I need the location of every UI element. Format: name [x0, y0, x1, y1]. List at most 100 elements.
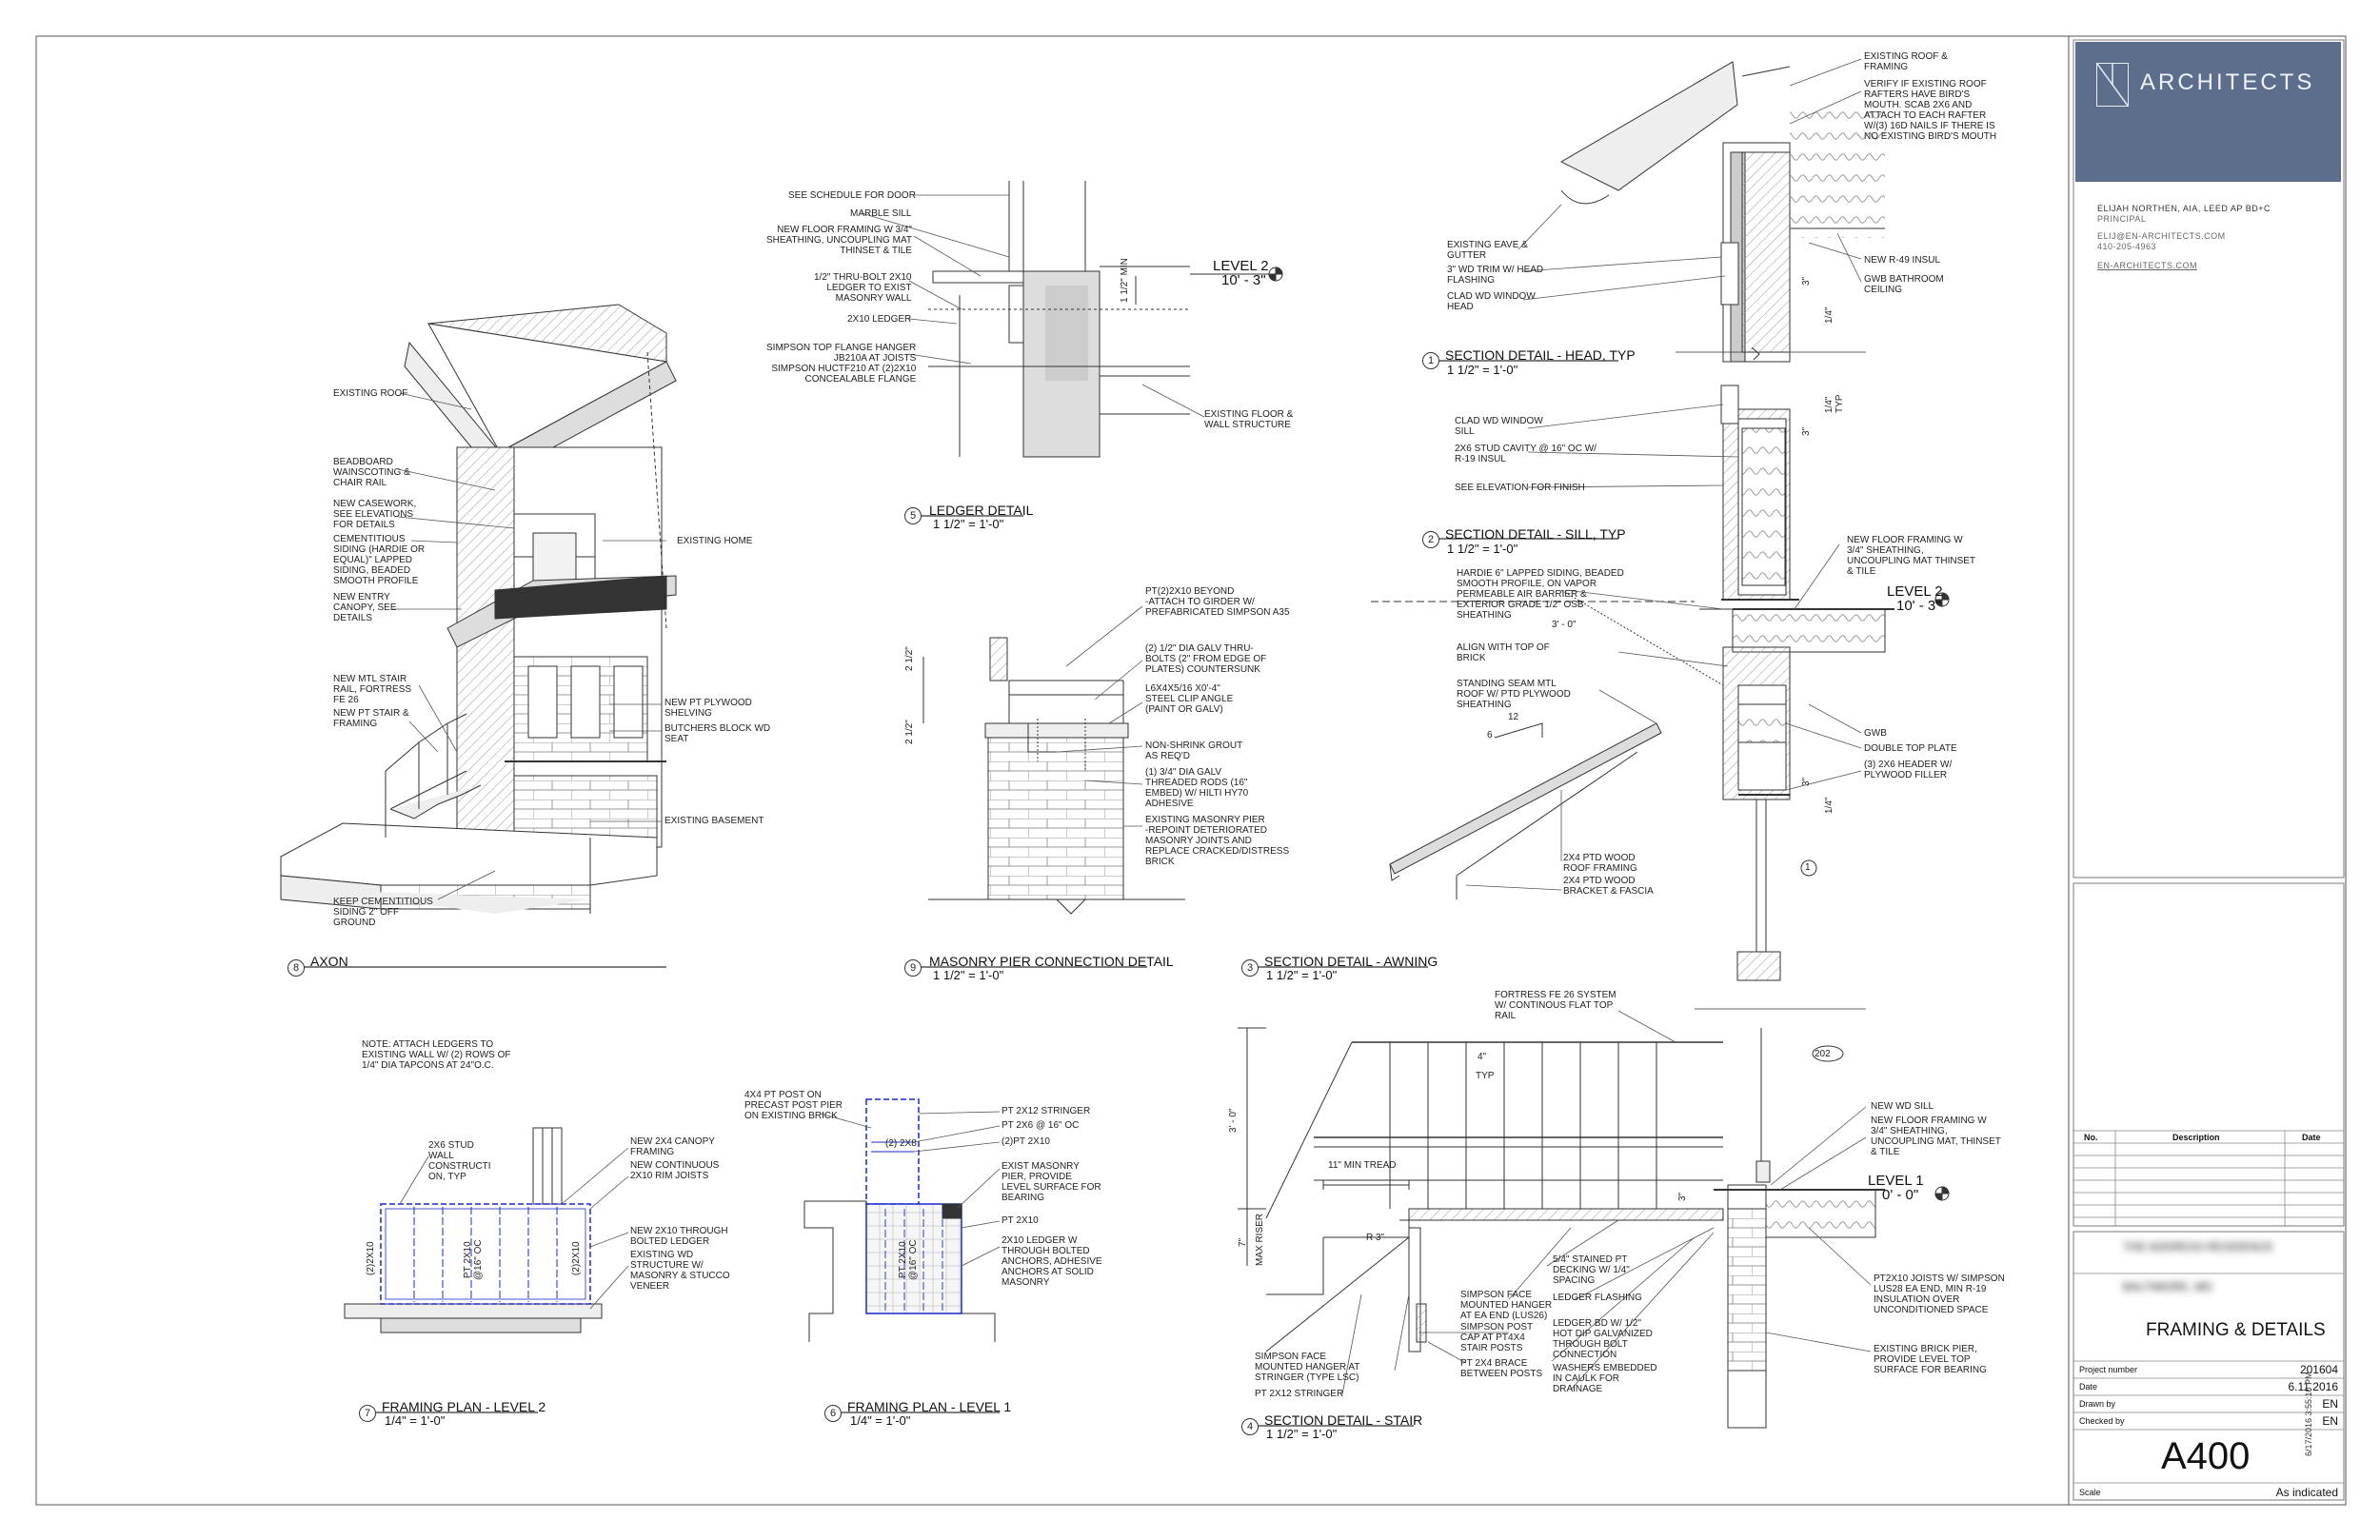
sheet-border	[35, 35, 2347, 1506]
view-scale-head: 1 1/2" = 1'-0"	[1447, 363, 1518, 377]
view-scale-ledger: 1 1/2" = 1'-0"	[933, 517, 1004, 531]
firm-logo-icon	[2096, 63, 2129, 107]
row-label-checked: Checked by	[2079, 1416, 2125, 1426]
view-title-head: SECTION DETAIL - HEAD, TYP	[1445, 347, 1636, 363]
note-plan2-canopy: NEW 2X4 CANOPY FRAMING	[630, 1136, 715, 1157]
dim-sill-2: 1/4" TYP	[1824, 394, 1845, 413]
dim-awning-1: 3"	[1801, 777, 1812, 786]
rev-header-description: Description	[2172, 1133, 2220, 1142]
view-title-stair: SECTION DETAIL - STAIR	[1264, 1412, 1423, 1428]
revision-table-lines	[2073, 1130, 2344, 1226]
note-awning-rafter: 2X4 PTD WOOD ROOF FRAMING	[1563, 853, 1637, 874]
note-ledger-2x10: 2X10 LEDGER	[847, 314, 912, 325]
note-stair-joists: PT2X10 JOISTS w/ SIMPSON LUS28 EA END, M…	[1874, 1273, 2005, 1315]
row-value-drawn: EN	[2322, 1397, 2338, 1411]
row-label-project: Project number	[2079, 1365, 2138, 1374]
note-awning-plate: DOUBLE TOP PLATE	[1864, 743, 1957, 754]
note-plan1-pt2x10: PT 2X10	[1002, 1215, 1039, 1226]
label-plan1-2x8: (2) 2X8	[885, 1138, 917, 1149]
note-head-roof: EXISTING ROOF & FRAMING	[1864, 51, 1948, 72]
note-pier-rods: (1) 3/4" DIA GALV THREADED RODS (16" EMB…	[1145, 767, 1249, 809]
note-stair-pier: EXISTING BRICK PIER, PROVIDE LEVEL TOP S…	[1874, 1344, 1987, 1375]
view-scale-plan2: 1/4" = 1'-0"	[385, 1413, 446, 1428]
note-stair-face: SIMPSON FACE MOUNTED HANGER AT EA END (L…	[1460, 1290, 1553, 1321]
principal-title: PRINCIPAL	[2097, 214, 2147, 224]
view-scale-pier: 1 1/2" = 1'-0"	[933, 968, 1004, 982]
note-plan2-ledgers: NOTE: ATTACH LEDGERS TO EXISTING WALL w/…	[362, 1039, 511, 1071]
firm-email[interactable]: ELIJ@EN-ARCHITECTS.COM	[2097, 231, 2226, 241]
scale-value: As indicated	[2275, 1486, 2338, 1499]
row-value-project: 201604	[2299, 1363, 2338, 1376]
note-axon-basement: EXISTING BASEMENT	[664, 816, 764, 826]
axon-leaders	[392, 392, 666, 900]
view-scale-sill: 1 1/2" = 1'-0"	[1447, 542, 1518, 556]
dim-stair-height: 3' - 0"	[1228, 1108, 1239, 1133]
note-stair-rail: FORTRESS FE 26 SYSTEM W/ CONTINOUS FLAT …	[1495, 990, 1616, 1021]
label-plan2-right: (2)2X10	[571, 1241, 582, 1275]
principal-name: ELIJAH NORTHEN, AIA, LEED AP BD+C	[2097, 204, 2271, 213]
note-axon-stair: NEW PT STAIR & FRAMING	[333, 708, 409, 729]
dim-stair-four: 4"	[1478, 1052, 1487, 1062]
scale-label: Scale	[2079, 1488, 2101, 1497]
note-awning-align: ALIGN WITH TOP OF BRICK	[1457, 642, 1550, 663]
level-name-sec-l2: LEVEL 2	[1887, 583, 1943, 600]
view-title-plan2: FRAMING PLAN - LEVEL 2	[382, 1399, 546, 1414]
pier-drawing	[922, 637, 1185, 915]
dim-stair-riser: MAX RISER	[1255, 1213, 1265, 1266]
note-axon-casework: NEW CASEWORK, SEE ELEVATIONS FOR DETAILS	[333, 499, 417, 530]
level-elev-ledger: 10' - 3"	[1221, 272, 1266, 288]
note-stair-ledgerbd: LEDGER BD W/ 1/2" HOT DIP GALVANIZED THR…	[1553, 1318, 1653, 1360]
note-head-insul: NEW R-49 INSUL	[1864, 255, 1941, 266]
level-elev-sec-l1: 0' - 0"	[1882, 1187, 1919, 1203]
view-scale-plan1: 1/4" = 1'-0"	[850, 1413, 911, 1428]
note-sill-elev: SEE ELEVATION FOR FINISH	[1455, 483, 1585, 493]
level-elev-sec-l2: 10' - 3"	[1896, 598, 1941, 614]
note-stair-stringer: PT 2X12 STRINGER	[1255, 1389, 1344, 1399]
dim-pier-2: 2 1/2"	[904, 720, 915, 744]
view-title-plan1: FRAMING PLAN - LEVEL 1	[847, 1399, 1012, 1414]
dim-ledger-min: 1 1/2" MIN	[1120, 258, 1130, 303]
view-number-ledger: 5	[904, 507, 922, 524]
plan2-leaders	[399, 1147, 629, 1310]
note-plan1-post: 4X4 PT POST ON PRECAST POST PIER ON EXIS…	[744, 1090, 843, 1121]
row-value-date: 6.11.2016	[2288, 1380, 2339, 1393]
note-stair-sill: NEW WD SILL	[1871, 1101, 1934, 1112]
note-plan1-mason: EXIST MASONRY PIER, PROVIDE LEVEL SURFAC…	[1002, 1161, 1101, 1203]
plan1-drawing	[803, 1098, 996, 1342]
stair-drawing	[1238, 1027, 1724, 1352]
note-sill-stud: 2X6 STUD CAVITY @ 16" OC W/ R-19 INSUL	[1455, 444, 1597, 464]
view-title-axon: AXON	[310, 954, 348, 969]
print-timestamp: 6/17/2016 3:55:10 PM	[2304, 1372, 2313, 1456]
note-stair-brace: PT 2X4 BRACE BETWEEN POSTS	[1460, 1358, 1543, 1379]
note-ledger-exist: EXISTING FLOOR & WALL STRUCTURE	[1204, 409, 1294, 430]
section-leaders	[1465, 58, 1862, 891]
view-title-sill: SECTION DETAIL - SILL, TYP	[1445, 526, 1626, 542]
firm-website[interactable]: EN-ARCHITECTS.COM	[2097, 261, 2197, 270]
note-axon-canopy: NEW ENTRY CANOPY, SEE DETAILS	[333, 592, 397, 623]
view-scale-awning: 1 1/2" = 1'-0"	[1266, 968, 1338, 982]
view-number-stair: 4	[1241, 1418, 1259, 1435]
note-pier-girder: PT(2)2X10 BEYOND -ATTACH TO GIRDER w/ PR…	[1145, 586, 1290, 618]
pier-leaders	[1056, 605, 1143, 827]
view-number-sill: 2	[1422, 531, 1439, 548]
note-stair-postcap: SIMPSON POST CAP AT PT4X4 STAIR POSTS	[1460, 1322, 1534, 1353]
row-label-date: Date	[2079, 1382, 2098, 1392]
note-plan2-thru: NEW 2X10 THROUGH BOLTED LEDGER	[630, 1226, 728, 1247]
view-title-ledger: LEDGER DETAIL	[929, 503, 1034, 518]
note-ledger-floor: NEW FLOOR FRAMING W 3/4" SHEATHING, UNCO…	[766, 225, 912, 256]
note-plan2-rim: NEW CONTINUOUS 2X10 RIM JOISTS	[630, 1160, 720, 1181]
note-stair-floor: NEW FLOOR FRAMING W 3/4" SHEATHING, UNCO…	[1871, 1116, 2001, 1157]
note-axon-keep: KEEP CEMENTITIOUS SIDING 2" OFF GROUND	[333, 897, 433, 928]
note-ledger-bolt: 1/2" THRU-BOLT 2X10 LEDGER TO EXIST MASO…	[814, 272, 912, 304]
note-stair-hangerlsc: SIMPSON FACE MOUNTED HANGER AT STRINGER …	[1255, 1352, 1360, 1383]
dim-sill-1: 3"	[1801, 426, 1812, 436]
dim-stair-1: 3"	[1677, 1192, 1688, 1201]
detail-tag-awning-label: 1	[1805, 862, 1811, 873]
note-pier-bolts: (2) 1/2" DIA GALV THRU- BOLTS (2" FROM E…	[1145, 643, 1267, 675]
note-head-gwb: GWB BATHROOM CEILING	[1864, 274, 1944, 295]
note-stair-washers: WASHERS EMBEDDED IN CAULK FOR DRAINAGE	[1553, 1363, 1657, 1394]
label-plan2-left: (2)2X10	[366, 1241, 376, 1275]
note-awning-hardie: HARDIE 6" LAPPED SIDING, BEADED SMOOTH P…	[1457, 568, 1624, 621]
note-axon-butcher: BUTCHERS BLOCK WD SEAT	[664, 723, 771, 744]
